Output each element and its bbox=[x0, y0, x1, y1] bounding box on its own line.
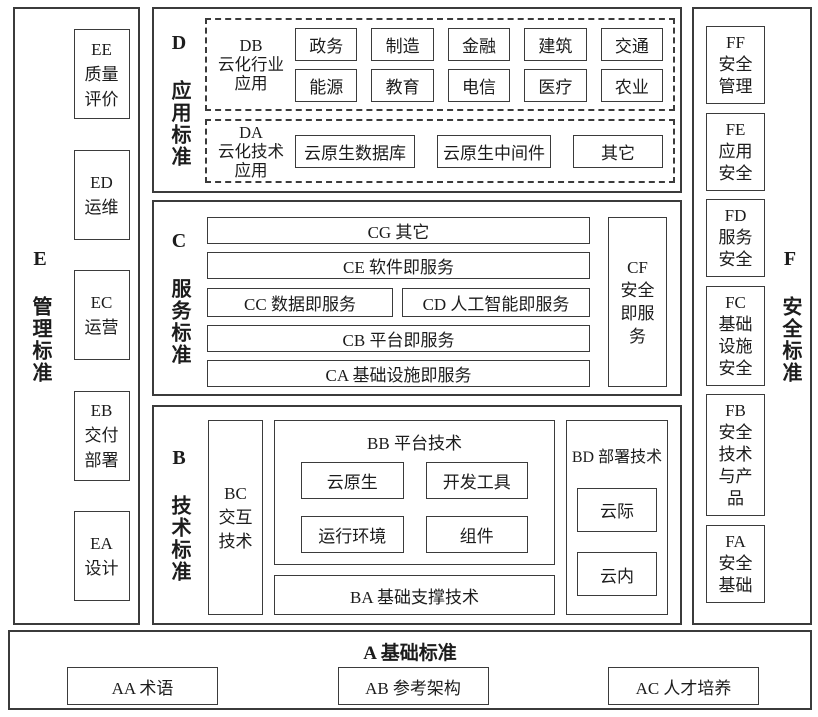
box-cloud-native-middleware: 云原生中间件 bbox=[437, 134, 551, 168]
box-ff-security-management: FF 安全 管理 bbox=[706, 26, 765, 104]
industry-box-education: 教育 bbox=[371, 68, 434, 102]
box-eb-delivery-deployment: EB 交付 部署 bbox=[73, 390, 130, 481]
industry-box-government: 政务 bbox=[295, 27, 358, 61]
industry-box-transportation: 交通 bbox=[600, 27, 664, 61]
group-db-label: DB 云化行业 应用 bbox=[218, 36, 284, 94]
box-ab-reference-architecture: AB 参考架构 bbox=[337, 667, 489, 705]
section-d-application-standards: D 应用标准 DB 云化行业 应用 政务 制造 金融 建筑 交通 能源 教育 电… bbox=[152, 7, 682, 193]
box-components: 组件 bbox=[425, 516, 528, 553]
group-bd-deployment-technology: BD 部署技术 云际 云内 bbox=[566, 420, 668, 615]
db-industry-grid: 政务 制造 金融 建筑 交通 能源 教育 电信 医疗 农业 bbox=[295, 20, 673, 109]
box-cloud-native: 云原生 bbox=[301, 462, 404, 499]
industry-box-manufacturing: 制造 bbox=[371, 27, 434, 61]
group-bd-label: BD 部署技术 bbox=[571, 449, 663, 466]
box-bc-interaction-technology: BC 交互 技术 bbox=[208, 420, 263, 615]
section-c-title: C 服务标准 bbox=[168, 230, 190, 366]
group-bb-label: BB 平台技术 bbox=[367, 434, 462, 453]
box-aa-terminology: AA 术语 bbox=[67, 667, 218, 705]
section-d-title: D 应用标准 bbox=[168, 32, 190, 168]
section-b-title: B 技术标准 bbox=[168, 447, 190, 583]
c-split-row: CC 数据即服务 CD 人工智能即服务 bbox=[207, 287, 590, 317]
box-ee-quality-evaluation: EE 质量 评价 bbox=[73, 29, 130, 119]
box-ce-saas: CE 软件即服务 bbox=[207, 252, 590, 280]
box-runtime-environment: 运行环境 bbox=[301, 516, 404, 553]
box-cf-secaas: CF 安全 即服 务 bbox=[608, 217, 667, 387]
section-c-service-standards: C 服务标准 CG 其它 CE 软件即服务 CC 数据即服务 CD 人工智能即服… bbox=[152, 200, 682, 396]
industry-box-finance: 金融 bbox=[447, 27, 511, 61]
box-inter-cloud: 云际 bbox=[577, 487, 657, 532]
industry-box-telecom: 电信 bbox=[447, 68, 511, 102]
bb-ba-column: BB 平台技术 云原生 开发工具 运行环境 组件 BA 基础支撑技术 bbox=[274, 420, 555, 615]
group-da-label: DA 云化技术 应用 bbox=[218, 122, 284, 180]
box-ec-operation: EC 运营 bbox=[73, 270, 130, 360]
box-cg-others: CG 其它 bbox=[207, 217, 590, 244]
section-b-content: BC 交互 技术 BB 平台技术 云原生 开发工具 运行环境 组件 BA 基础支… bbox=[204, 407, 680, 623]
box-ba-basic-support-technology: BA 基础支撑技术 bbox=[274, 575, 555, 615]
box-cd-aiaas: CD 人工智能即服务 bbox=[402, 287, 590, 317]
section-c-rows: CG 其它 CE 软件即服务 CC 数据即服务 CD 人工智能即服务 CB 平台… bbox=[204, 202, 590, 394]
box-fc-infrastructure-security: FC 基础 设施 安全 bbox=[706, 285, 765, 386]
db-industry-row-1: 政务 制造 金融 建筑 交通 bbox=[295, 27, 664, 61]
section-f-security-standards: FF 安全 管理 FE 应用 安全 FD 服务 安全 FC 基础 设施 安全 F… bbox=[692, 7, 812, 625]
section-a-basic-standards: A 基础标准 AA 术语 AB 参考架构 AC 人才培养 bbox=[8, 630, 812, 710]
group-da-cloud-technology-applications: DA 云化技术 应用 云原生数据库 云原生中间件 其它 bbox=[205, 119, 675, 183]
db-industry-row-2: 能源 教育 电信 医疗 农业 bbox=[295, 68, 664, 102]
section-f-box-stack: FF 安全 管理 FE 应用 安全 FD 服务 安全 FC 基础 设施 安全 F… bbox=[706, 9, 765, 623]
industry-box-agriculture: 农业 bbox=[600, 68, 664, 102]
section-a-box-row: AA 术语 AB 参考架构 AC 人才培养 bbox=[10, 665, 810, 713]
section-f-title: F 安全标准 bbox=[779, 248, 801, 384]
section-d-content: DB 云化行业 应用 政务 制造 金融 建筑 交通 能源 教育 电信 医疗 bbox=[204, 9, 688, 191]
section-a-title: A 基础标准 bbox=[363, 643, 457, 664]
industry-box-construction: 建筑 bbox=[524, 27, 587, 61]
box-ed-operations-maintenance: ED 运维 bbox=[73, 149, 130, 240]
box-fe-application-security: FE 应用 安全 bbox=[706, 112, 765, 191]
section-e-box-stack: EE 质量 评价 ED 运维 EC 运营 EB 交付 部署 EA 设计 bbox=[65, 9, 138, 623]
box-ea-design: EA 设计 bbox=[73, 511, 130, 601]
box-da-others: 其它 bbox=[573, 134, 663, 168]
box-intra-cloud: 云内 bbox=[577, 552, 657, 596]
box-ac-talent-cultivation: AC 人才培养 bbox=[608, 667, 759, 705]
box-fb-security-tech-products: FB 安全 技术 与产 品 bbox=[706, 394, 765, 517]
box-development-tools: 开发工具 bbox=[425, 462, 528, 499]
group-db-cloud-industry-applications: DB 云化行业 应用 政务 制造 金融 建筑 交通 能源 教育 电信 医疗 bbox=[205, 18, 675, 112]
box-fd-service-security: FD 服务 安全 bbox=[706, 199, 765, 278]
industry-box-energy: 能源 bbox=[295, 68, 358, 102]
group-bb-platform-technology: BB 平台技术 云原生 开发工具 运行环境 组件 bbox=[274, 420, 555, 565]
box-cloud-native-database: 云原生数据库 bbox=[295, 134, 415, 168]
box-ca-iaas: CA 基础设施即服务 bbox=[207, 360, 590, 387]
section-e-title: E 管理标准 bbox=[29, 248, 51, 384]
da-items-row: 云原生数据库 云原生中间件 其它 bbox=[295, 121, 673, 181]
box-cc-daas: CC 数据即服务 bbox=[207, 287, 393, 317]
box-cb-paas: CB 平台即服务 bbox=[207, 324, 590, 352]
section-b-technology-standards: B 技术标准 BC 交互 技术 BB 平台技术 云原生 开发工具 运行环境 组件… bbox=[152, 405, 682, 625]
industry-box-healthcare: 医疗 bbox=[524, 68, 587, 102]
section-e-management-standards: E 管理标准 EE 质量 评价 ED 运维 EC 运营 EB 交付 部署 EA … bbox=[13, 7, 140, 625]
bb-grid: 云原生 开发工具 运行环境 组件 bbox=[301, 462, 528, 553]
box-fa-security-foundation: FA 安全 基础 bbox=[706, 524, 765, 603]
